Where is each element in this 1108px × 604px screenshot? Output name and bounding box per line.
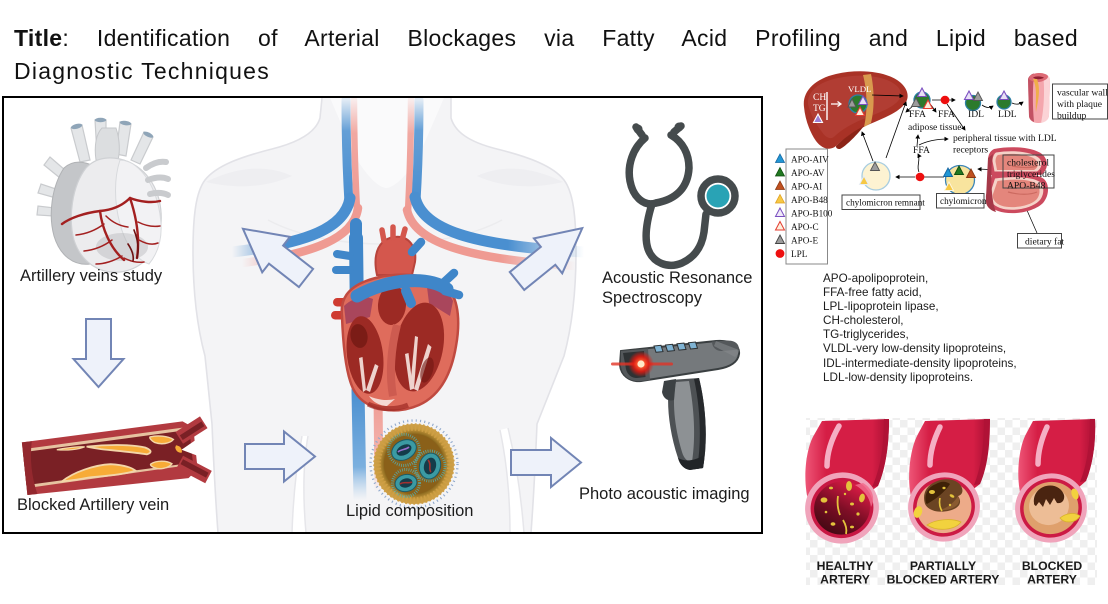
- svg-text:APO-B48: APO-B48: [791, 195, 828, 205]
- svg-text:FFA: FFA: [913, 145, 930, 156]
- svg-text:buildup: buildup: [1057, 111, 1087, 122]
- svg-text:HEALTHY: HEALTHY: [817, 559, 874, 573]
- svg-text:TG: TG: [813, 104, 826, 114]
- svg-text:APO-B48: APO-B48: [1007, 181, 1046, 192]
- svg-text:VLDL: VLDL: [848, 84, 871, 94]
- svg-text:adipose tissue: adipose tissue: [908, 122, 962, 133]
- svg-text:CH: CH: [813, 93, 826, 103]
- svg-text:ARTERY: ARTERY: [820, 573, 870, 587]
- svg-text:Spectroscopy: Spectroscopy: [602, 289, 703, 307]
- svg-text:Blocked Artillery vein: Blocked Artillery vein: [17, 496, 169, 514]
- svg-text:vascular wall: vascular wall: [1057, 88, 1108, 99]
- svg-text:APO-E: APO-E: [791, 236, 818, 246]
- svg-text:triglycerides: triglycerides: [1007, 169, 1055, 180]
- svg-text:LPL: LPL: [791, 249, 808, 259]
- svg-text:Photo acoustic imaging: Photo acoustic imaging: [579, 485, 750, 503]
- svg-text:Acoustic Resonance: Acoustic Resonance: [602, 269, 752, 287]
- svg-text:with plaque: with plaque: [1057, 99, 1102, 110]
- svg-text:APO-B100: APO-B100: [791, 209, 833, 219]
- svg-text:APO-C: APO-C: [791, 222, 819, 232]
- svg-text:FFA: FFA: [938, 109, 955, 120]
- svg-text:chylomicron: chylomicron: [940, 196, 987, 206]
- svg-text:LDL: LDL: [998, 109, 1017, 120]
- svg-text:chylomicron remnant: chylomicron remnant: [846, 198, 925, 208]
- svg-text:PARTIALLY: PARTIALLY: [910, 559, 976, 573]
- svg-text:peripheral tissue with LDL: peripheral tissue with LDL: [953, 133, 1057, 144]
- svg-text:Lipid composition: Lipid composition: [346, 502, 474, 520]
- svg-text:cholesterol: cholesterol: [1007, 158, 1049, 169]
- svg-text:APO-AI: APO-AI: [791, 182, 822, 192]
- svg-text:dietary fat: dietary fat: [1025, 237, 1064, 248]
- svg-text:BLOCKED ARTERY: BLOCKED ARTERY: [887, 573, 1000, 587]
- svg-text:ARTERY: ARTERY: [1027, 573, 1077, 587]
- svg-text:FFA: FFA: [909, 109, 926, 120]
- svg-text:receptors: receptors: [953, 145, 988, 156]
- svg-text:APO-AIV: APO-AIV: [791, 155, 829, 165]
- svg-text:BLOCKED: BLOCKED: [1022, 559, 1082, 573]
- svg-text:Artillery veins study: Artillery veins study: [20, 267, 163, 285]
- svg-text:APO-AV: APO-AV: [791, 168, 825, 178]
- svg-text:IDL: IDL: [968, 109, 984, 120]
